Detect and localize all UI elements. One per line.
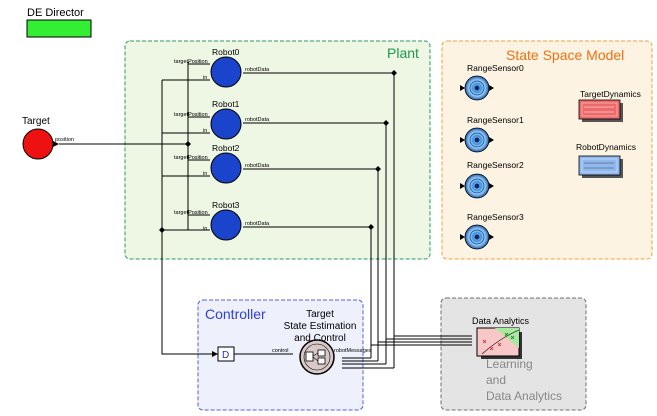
state-space-region[interactable]: State Space Model [441, 40, 653, 260]
estimator-in-port: robotMessages [334, 348, 372, 354]
state-space-title: State Space Model [506, 47, 624, 63]
target-dynamics[interactable]: TargetDynamics [578, 89, 641, 122]
target-label: Target [22, 116, 50, 127]
robot-dynamics-box[interactable] [578, 155, 621, 176]
target-node[interactable] [22, 128, 54, 160]
controller-region[interactable]: Controller [197, 299, 364, 411]
plant-region[interactable]: Plant [124, 40, 431, 260]
data-analytics-label: Data Analytics [472, 316, 530, 326]
state-space-frame [441, 40, 653, 260]
estimator-node[interactable] [299, 339, 335, 375]
robot-3-in-port-2: in [203, 226, 207, 232]
estimator-actor[interactable]: Target State Estimation and Control cont… [272, 309, 372, 375]
range-sensor-0[interactable]: RangeSensor0 [460, 63, 524, 101]
robot-1-in-port-2: in [203, 128, 207, 134]
robot-3-out-port: robotData [245, 221, 270, 227]
target-port-label: position [55, 137, 74, 143]
estimator-title-line-3: and Control [294, 333, 346, 344]
range-sensor-3[interactable]: RangeSensor3 [460, 212, 524, 250]
robot-1-in-port-1: targetPosition [174, 112, 208, 118]
range-sensor-2-label: RangeSensor2 [467, 160, 524, 170]
robot-1[interactable]: Robot1 targetPosition in robotData [174, 99, 270, 140]
controller-frame [197, 299, 364, 411]
robot-0-in-port-1: targetPosition [174, 59, 208, 65]
analytics-title-line-1: Learning [486, 357, 533, 371]
robot-dynamics[interactable]: RobotDynamics [576, 142, 636, 178]
director-label: DE Director [27, 7, 84, 19]
robot-2-node[interactable] [210, 152, 242, 184]
x-markers [482, 339, 502, 351]
robot-3[interactable]: Robot3 targetPosition in robotData [174, 200, 270, 241]
data-analytics-actor[interactable]: Data Analytics [472, 316, 530, 359]
plant-title: Plant [387, 45, 419, 61]
range-sensor-1-label: RangeSensor1 [467, 115, 524, 125]
target-actor[interactable]: Target position [22, 116, 74, 160]
robot-1-node[interactable] [210, 108, 242, 140]
delay-label: D [222, 350, 229, 361]
estimator-title-line-1: Target [306, 309, 334, 320]
plant-frame [124, 40, 431, 260]
delay-actor[interactable]: D [212, 346, 235, 362]
analytics-title-line-3: Data Analytics [486, 389, 562, 403]
de-director[interactable]: DE Director [26, 7, 92, 38]
robot-3-in-port-1: targetPosition [174, 210, 208, 216]
target-port [53, 141, 59, 147]
robot-3-label: Robot3 [212, 200, 240, 210]
wire-junctions [159, 70, 397, 233]
robot-0-out-port: robotData [245, 67, 270, 73]
delay-box[interactable] [217, 346, 235, 362]
robot-1-label: Robot1 [212, 99, 240, 109]
robot-2-label: Robot2 [212, 143, 240, 153]
estimator-out-port: control [272, 348, 289, 354]
range-sensor-2[interactable]: RangeSensor2 [460, 160, 524, 199]
target-dynamics-label: TargetDynamics [580, 89, 641, 99]
robot-1-out-port: robotData [245, 117, 270, 123]
controller-title: Controller [205, 306, 266, 322]
robot-0-label: Robot0 [212, 47, 240, 57]
target-dynamics-box[interactable] [578, 99, 621, 120]
estimator-title-line-2: State Estimation [284, 321, 357, 332]
robot-0[interactable]: Robot0 targetPosition in robotData [174, 47, 270, 88]
composite-icon [305, 351, 314, 362]
robot-2[interactable]: Robot2 targetPosition in robotData [174, 143, 270, 184]
robot-2-in-port-1: targetPosition [174, 155, 208, 161]
robot-dynamics-label: RobotDynamics [576, 142, 636, 152]
robot-0-node[interactable] [210, 56, 242, 88]
check-markers [504, 332, 515, 340]
robot-2-in-port-2: in [203, 171, 207, 177]
analytics-title-line-2: and [486, 373, 506, 387]
range-sensor-0-label: RangeSensor0 [467, 63, 524, 73]
range-sensor-1[interactable]: RangeSensor1 [460, 115, 524, 153]
robot-0-in-port-2: in [203, 75, 207, 81]
robot-2-out-port: robotData [245, 163, 270, 169]
robot-3-node[interactable] [210, 209, 242, 241]
director-box[interactable] [26, 19, 92, 38]
range-sensor-3-label: RangeSensor3 [467, 212, 524, 222]
